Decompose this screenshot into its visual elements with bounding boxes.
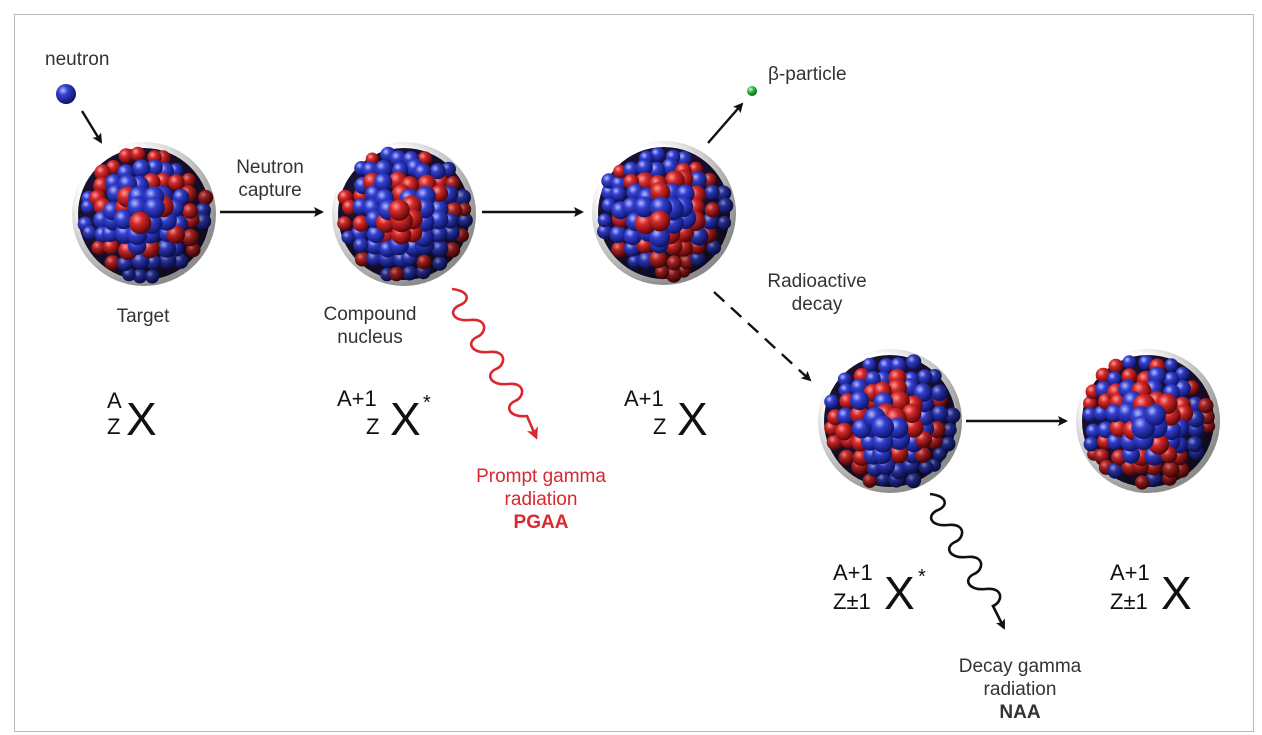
nucleus-shading <box>72 142 216 286</box>
atomic-number: Z <box>107 414 121 439</box>
decay-gamma-line-2: radiation <box>983 679 1057 700</box>
beta-emission-arrow <box>707 102 744 144</box>
mass-number: A+1 <box>624 386 664 411</box>
neutron-capture-line-1: Neutron <box>236 157 304 178</box>
decay-gamma-wave-arrow <box>929 492 1006 630</box>
atomic-number: Z <box>653 414 667 439</box>
nucleus-shading <box>592 141 736 285</box>
radioactive-line-1: Radioactive <box>767 271 867 292</box>
atomic-number: Z±1 <box>833 589 871 614</box>
mass-number: A+1 <box>337 386 377 411</box>
neutron-capture-line-2: capture <box>238 180 302 201</box>
radioactive-decay-label: Radioactive decay <box>752 270 882 316</box>
prompt-gamma-line-1: Prompt gamma <box>476 466 606 487</box>
incoming-neutron-icon <box>56 84 76 104</box>
element-symbol: X <box>126 393 157 445</box>
mass-number: A+1 <box>833 560 873 585</box>
radioactive-line-2: decay <box>791 294 843 315</box>
atomic-number: Z±1 <box>1110 589 1148 614</box>
mass-number: A+1 <box>1110 560 1150 585</box>
excited-daughter-nucleus <box>818 349 962 493</box>
target-label: Target <box>116 306 170 327</box>
target-nucleus <box>72 142 216 286</box>
prompt-gamma-label: Prompt gamma radiation PGAA <box>446 465 636 534</box>
prompt-gamma-wave-arrow <box>451 287 538 440</box>
decay-gamma-label: Decay gamma radiation NAA <box>925 655 1115 724</box>
diagram-frame <box>14 14 1254 732</box>
isotope-compound: A+1 Z X * <box>337 388 447 444</box>
excited-state-mark: * <box>918 566 926 588</box>
element-symbol: X <box>1161 567 1192 619</box>
beta-particle-label: β-particle <box>768 64 847 85</box>
mass-number: A <box>107 388 122 413</box>
neutron-capture-label: Neutron capture <box>222 156 318 202</box>
isotope-target: A Z X <box>104 390 184 446</box>
atomic-number: Z <box>366 414 380 439</box>
naa-label: NAA <box>999 702 1041 723</box>
excited-state-mark: * <box>423 392 431 414</box>
compound-line-2: nucleus <box>337 327 403 348</box>
nucleus-shading <box>818 349 962 493</box>
compound-line-1: Compound <box>323 304 417 325</box>
neutron-label: neutron <box>45 49 110 70</box>
prompt-gamma-line-2: radiation <box>504 489 578 510</box>
isotope-excited-daughter: A+1 Z±1 X * <box>833 562 953 620</box>
daughter-nucleus <box>1076 349 1220 493</box>
element-symbol: X <box>884 567 915 619</box>
pgaa-label: PGAA <box>513 512 569 533</box>
decay-gamma-line-1: Decay gamma <box>958 656 1082 677</box>
compound-nucleus <box>332 142 476 286</box>
element-symbol: X <box>390 393 421 445</box>
nucleus-shading <box>332 142 476 286</box>
neutron-incoming-arrow <box>80 110 103 144</box>
product-nucleus <box>592 141 736 285</box>
nucleus-shading <box>1076 349 1220 493</box>
isotope-product: A+1 Z X <box>624 388 724 444</box>
element-symbol: X <box>677 393 708 445</box>
compound-nucleus-label: Compound nucleus <box>310 303 430 349</box>
beta-particle-icon <box>747 86 757 96</box>
isotope-daughter: A+1 Z±1 X <box>1110 562 1220 620</box>
